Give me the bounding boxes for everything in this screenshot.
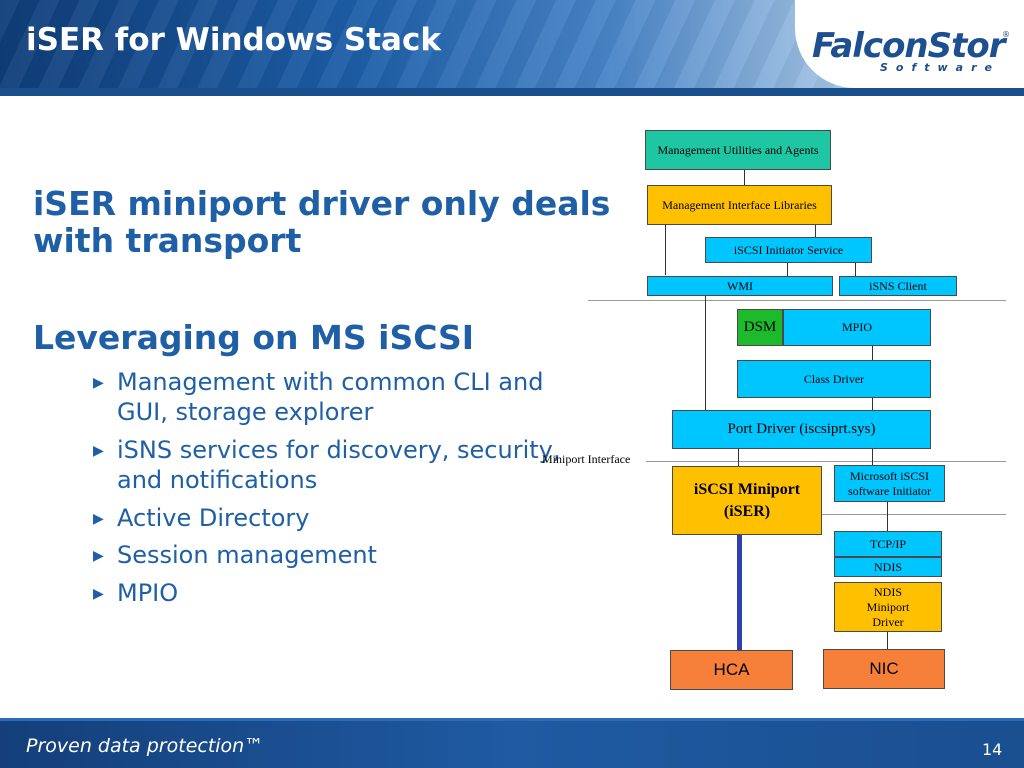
miniport-interface-label: Miniport Interface — [542, 452, 631, 466]
connector-line — [665, 225, 666, 275]
connector-line — [872, 346, 873, 360]
footer-banner — [0, 721, 1024, 768]
layer-separator-line — [588, 300, 1006, 301]
mpio-box: MPIO — [783, 309, 931, 346]
management-libraries-box: Management Interface Libraries — [647, 185, 832, 225]
logo-background — [795, 0, 1024, 88]
hca-box: HCA — [670, 650, 793, 690]
footer-tagline: Proven data protection™ — [26, 735, 264, 757]
ndis-box: NDIS — [834, 557, 942, 577]
port-driver-box: Port Driver (iscsiprt.sys) — [672, 410, 931, 449]
triangle-right-icon: ▶ — [93, 548, 104, 564]
hca-link-line — [737, 535, 742, 650]
ndis-miniport-driver-box: NDIS Miniport Driver — [834, 582, 942, 632]
connector-line — [872, 398, 873, 410]
dsm-box: DSM — [737, 309, 783, 346]
triangle-right-icon: ▶ — [93, 511, 104, 527]
connector-line — [855, 263, 856, 276]
connector-line — [887, 502, 888, 531]
triangle-right-icon: ▶ — [93, 375, 104, 391]
connector-line — [872, 449, 873, 465]
tcpip-box: TCP/IP — [834, 531, 942, 557]
iscsi-miniport-label: iSCSI Miniport — [693, 480, 801, 498]
connector-line — [887, 632, 888, 649]
management-utilities-box: Management Utilities and Agents — [645, 130, 831, 170]
connector-line — [787, 263, 788, 276]
layer-separator-line — [822, 514, 1006, 515]
connector-line — [705, 296, 706, 410]
logo-subtitle: Software — [880, 61, 1000, 74]
nic-box: NIC — [823, 649, 945, 689]
logo-registered-mark: ® — [1002, 30, 1010, 39]
triangle-right-icon: ▶ — [93, 586, 104, 602]
connector-line — [744, 170, 745, 185]
bullet-item: Active Directory — [117, 504, 310, 532]
iscsi-initiator-service-box: iSCSI Initiator Service — [705, 237, 872, 263]
ms-initiator-line: Microsoft iSCSI — [849, 468, 929, 483]
bullet-item: iSNS services for discovery, security, a… — [117, 436, 561, 494]
bullet-item: Management with common CLI and GUI, stor… — [117, 368, 544, 426]
page-number: 14 — [982, 740, 1003, 759]
wmi-box: WMI — [647, 276, 833, 296]
iser-label: (iSER) — [723, 502, 771, 520]
header-divider — [0, 88, 1024, 96]
ndis-miniport-line: NDIS — [873, 584, 902, 599]
ms-iscsi-initiator-box: Microsoft iSCSI software Initiator — [834, 465, 945, 502]
ndis-miniport-line: Miniport — [866, 599, 910, 614]
connector-line — [815, 225, 816, 237]
iscsi-miniport-box: iSCSI Miniport (iSER) — [672, 466, 822, 535]
footer-divider — [0, 718, 1024, 721]
ndis-miniport-line: Driver — [872, 614, 904, 629]
isns-client-box: iSNS Client — [839, 276, 957, 296]
slide-title: iSER for Windows Stack — [26, 22, 441, 58]
heading-transport: iSER miniport driver only deals with tra… — [33, 184, 611, 260]
miniport-interface-line — [646, 461, 1006, 462]
triangle-right-icon: ▶ — [93, 443, 104, 459]
ms-initiator-line: software Initiator — [848, 483, 931, 498]
connector-line — [738, 449, 739, 466]
company-logo: FalconStor — [812, 26, 1006, 66]
heading-leveraging: Leveraging on MS iSCSI — [33, 318, 475, 357]
bullet-item: MPIO — [117, 579, 179, 607]
class-driver-box: Class Driver — [737, 360, 931, 398]
bullet-item: Session management — [117, 541, 377, 569]
